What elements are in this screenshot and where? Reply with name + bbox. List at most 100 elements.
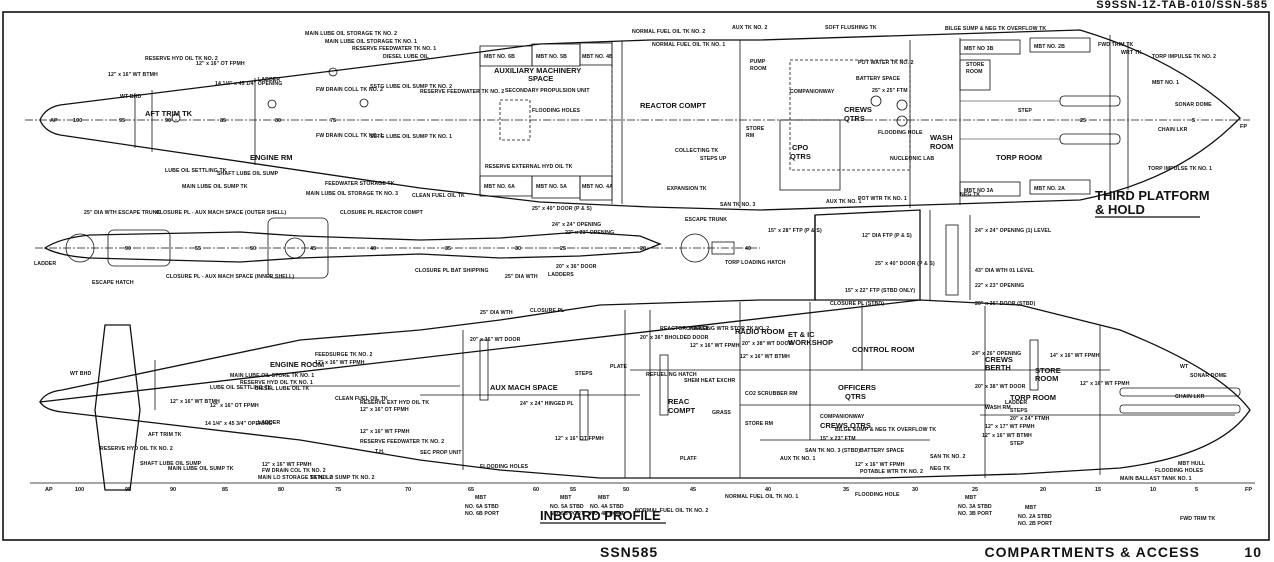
callout: SSTG LUBE OIL SUMP TK NO. 1 xyxy=(370,134,452,140)
frame-label: 40 xyxy=(765,487,771,493)
callout: WASH RM xyxy=(985,405,1011,411)
upper-deck-view: 90 55 50 45 40 35 30 25 20 40 25" DIA WT… xyxy=(34,206,1052,307)
inboard-profile-view: AP 100 95 90 85 80 75 70 65 60 55 50 45 … xyxy=(30,215,1255,527)
callout: CLOSURE PL xyxy=(530,308,565,314)
frame-label: 15 xyxy=(1095,487,1101,493)
callout: FEEDSURGE TK NO. 2 xyxy=(315,352,372,358)
callout: FW DRAIN COLL TK NO. 1 xyxy=(316,133,383,139)
callout: 12" x 16" WT FPMH xyxy=(360,429,410,435)
callout: STEPS xyxy=(575,371,593,377)
mbt-2b-label: MBT NO. 2B xyxy=(1034,44,1065,50)
callout: 25" x 40" DOOR (P & S) xyxy=(532,206,592,212)
callout: FLOODING HOLE xyxy=(878,130,923,136)
frame-label: 10 xyxy=(1150,487,1156,493)
callout: DIESEL LUBE OIL xyxy=(383,54,430,60)
callout: LUBE OIL SETTLING TK xyxy=(165,168,227,174)
section-title: COMPARTMENTS & ACCESS xyxy=(985,544,1200,557)
callout: RESERVE EXTERNAL HYD OIL TK xyxy=(485,164,573,170)
callout: NUCLEONIC LAB xyxy=(890,156,934,162)
callout: 15" x 22" FTP (STBD ONLY) xyxy=(845,288,915,294)
callout: 20" x 36" DOOR xyxy=(556,264,597,270)
callout: POT WATER TK NO. 2 xyxy=(858,60,914,66)
callout: STEP xyxy=(1018,108,1032,114)
store-room-label-2: ROOM xyxy=(1035,374,1058,383)
callout: AUX TK NO. 1 xyxy=(826,199,862,205)
crews-berth-label: CREWS xyxy=(985,355,1013,364)
callout: RESERVE FEEDWATER TK NO. 2 xyxy=(360,439,444,445)
callout: SEC PROP UNIT xyxy=(420,450,462,456)
et-ic-workshop-label-2: WORKSHOP xyxy=(788,338,833,347)
mbt-line2: NO. 3B PORT xyxy=(958,511,993,517)
callout: RESERVE HYD OIL TK NO. 2 xyxy=(100,446,173,452)
callout: MAIN LO STORAGE TK NO. 2 xyxy=(258,475,333,481)
callout: SHAFT LUBE OIL SUMP xyxy=(217,171,279,177)
callout: REACTOR TUNNEL xyxy=(660,326,710,332)
callout: CLOSURE PL - AUX MACH SPACE (OUTER SHELL… xyxy=(156,210,286,216)
callout: 20" x 24" FTMH xyxy=(1010,416,1050,422)
callout: 12" x 16" OT FPMH xyxy=(210,403,259,409)
callout: WRT TK xyxy=(1121,50,1142,56)
aft-trim-tank-label: AFT TRIM TK xyxy=(145,109,193,118)
callout: STEPS UP xyxy=(700,156,727,162)
callout: MBT HULL xyxy=(1178,461,1206,467)
frame-label: 100 xyxy=(75,487,84,493)
callout: LADDER xyxy=(34,261,56,267)
frame-label: AP xyxy=(45,487,53,493)
callout: 12" x 17" WT FPMH xyxy=(985,424,1035,430)
callout: 20" x 36" WT DOOR xyxy=(470,337,521,343)
callout: FW DRAIN COLL TK NO. 2 xyxy=(316,87,383,93)
callout: NEG TK xyxy=(930,466,950,472)
callout: STEP xyxy=(1010,441,1024,447)
frame-label: 80 xyxy=(278,487,284,493)
callout: SAN TK NO. 3 xyxy=(720,202,756,208)
callout: REFUELING HATCH xyxy=(646,372,697,378)
frame-label: 100 xyxy=(73,118,82,124)
third-platform-title: THIRD PLATFORM xyxy=(1095,188,1210,203)
callout: NEG TK xyxy=(960,192,980,198)
torp-room-label: TORP ROOM xyxy=(996,153,1042,162)
callout: 25" x 25" FTM xyxy=(872,88,908,94)
callout: 25" x 40" DOOR (P & S) xyxy=(875,261,935,267)
frame-label: 45 xyxy=(690,487,696,493)
mbt-block: MBT NO. 5A STBD NO. 5B PORT xyxy=(550,495,585,517)
callout: POTABLE WTR TK NO. 2 xyxy=(860,469,923,475)
control-room-label: CONTROL ROOM xyxy=(852,345,914,354)
callout: 25" DIA WTH xyxy=(480,310,513,316)
aux-machinery-label: AUXILIARY MACHINERY xyxy=(494,66,581,75)
callout: CLOSURE PL BAT SHIPPING xyxy=(415,268,489,274)
callout: ESCAPE HATCH xyxy=(92,280,134,286)
callout: FW DRAIN COL TK NO. 2 xyxy=(262,468,326,474)
callout: 12" x 16" OT FPMH xyxy=(360,407,409,413)
callout: 24" x 24" HINGED PL xyxy=(520,401,575,407)
mbt-4b-label: MBT NO. 4B xyxy=(582,54,613,60)
callout: SSTG LO SUMP TK NO. 2 xyxy=(310,475,375,481)
callout: DIESEL LUBE OIL TK xyxy=(255,386,310,392)
callout: 12" x 16" WT BTMH xyxy=(108,72,158,78)
callout: 43" DIA WTH 01 LEVEL xyxy=(975,268,1035,274)
third-platform-callouts: RESERVE HYD OIL TK NO. 2 12" x 16" OT FP… xyxy=(108,25,1216,208)
callout: 12" x 16" WT FPMH xyxy=(315,360,365,366)
callout: WT xyxy=(1180,364,1189,370)
callout: FLOODING HOLES xyxy=(480,464,529,470)
wash-room-label: WASH xyxy=(930,133,953,142)
frame-label: 50 xyxy=(623,487,629,493)
callout: LADDER xyxy=(258,77,280,83)
officers-qtrs-label: OFFICERS xyxy=(838,383,876,392)
mbt-line1: NO. 5A STBD xyxy=(550,504,584,510)
frame-label: 85 xyxy=(222,487,228,493)
mbt-5a-label: MBT NO. 5A xyxy=(536,184,567,190)
frame-label: 25 xyxy=(1080,118,1086,124)
callout: PLATF xyxy=(680,456,697,462)
callout: 14" x 16" WT FPMH xyxy=(1050,353,1100,359)
callout: MAIN LUBE OIL STORAGE TK NO. 2 xyxy=(305,31,397,37)
mbt-label: MBT xyxy=(598,495,610,501)
sonar-dome-label: SONAR DOME xyxy=(1175,102,1212,108)
frame-label: 65 xyxy=(468,487,474,493)
callout: 25" DIA WTH xyxy=(505,274,538,280)
callout: 12" x 16" WT FPMH xyxy=(1080,381,1130,387)
callout: FLOODING HOLES xyxy=(1155,468,1204,474)
callout: CHAIN LKR xyxy=(1158,127,1188,133)
callout: POT WTR TK NO. 1 xyxy=(858,196,907,202)
